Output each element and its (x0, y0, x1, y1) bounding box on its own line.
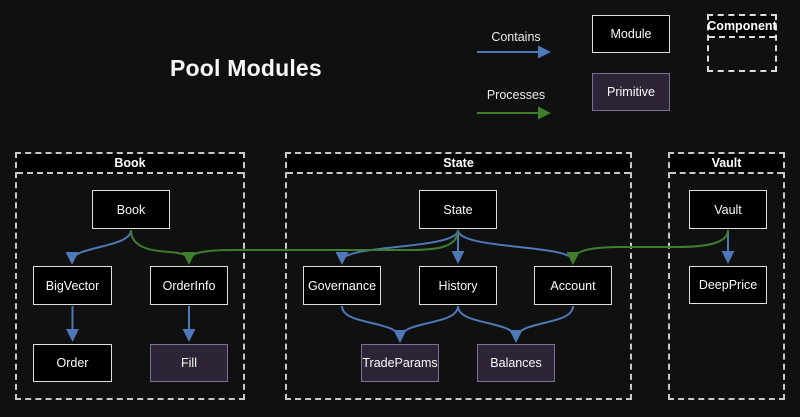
legend-component-box: Component (707, 14, 777, 72)
node-book: Book (92, 190, 170, 229)
node-orderinfo: OrderInfo (150, 266, 228, 305)
node-state: State (419, 190, 497, 229)
container-state: State (285, 152, 632, 400)
legend-processes-label: Processes (486, 88, 546, 102)
node-tradeparams: TradeParams (361, 344, 439, 382)
legend-contains-label: Contains (491, 30, 541, 44)
page-title: Pool Modules (170, 55, 322, 81)
node-bigvector: BigVector (33, 266, 112, 305)
container-book: Book (15, 152, 245, 400)
legend-module-box: Module (592, 15, 670, 53)
legend-primitive-label: Primitive (607, 85, 655, 99)
legend-primitive-box: Primitive (592, 73, 670, 111)
legend-component-label: Component (707, 16, 777, 38)
node-governance: Governance (303, 266, 381, 305)
container-state-title: State (287, 154, 630, 174)
legend-module-label: Module (610, 27, 652, 41)
node-deepprice: DeepPrice (689, 266, 767, 304)
container-book-title: Book (17, 154, 243, 174)
node-balances: Balances (477, 344, 555, 382)
node-account: Account (534, 266, 612, 305)
node-order: Order (33, 344, 112, 382)
container-vault-title: Vault (670, 154, 783, 174)
node-vault: Vault (689, 190, 767, 229)
node-history: History (419, 266, 497, 305)
node-fill: Fill (150, 344, 228, 382)
container-vault: Vault (668, 152, 785, 400)
